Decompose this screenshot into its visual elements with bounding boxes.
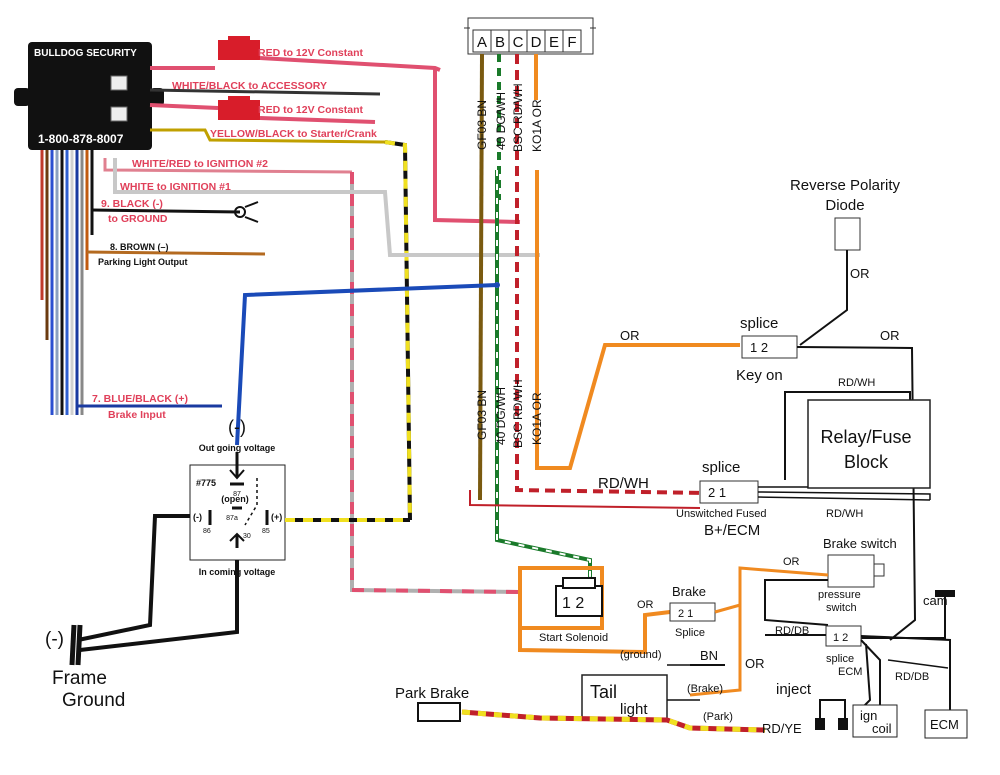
conn-wire-b-bottom: 40 DG/WH	[494, 387, 508, 445]
ground-label: Ground	[62, 690, 125, 711]
start-solenoid-label: Start Solenoid	[539, 632, 608, 644]
rdye-label: RD/YE	[762, 721, 802, 736]
relay-plus: (+)	[271, 512, 282, 522]
brake-switch-label: Brake switch	[823, 536, 897, 551]
label-black-ground-b: to GROUND	[108, 213, 168, 225]
ground-paren: (ground)	[620, 649, 662, 661]
conn-wire-c-top: BSC RD/WH	[511, 83, 525, 152]
label-brown-b: Parking Light Output	[98, 257, 188, 267]
connector-pin-label: A	[477, 34, 487, 51]
splice-keyon-title: splice	[740, 315, 778, 332]
conn-wire-a-top: GF03 BN	[475, 100, 489, 150]
relay-fuse-label-2: Block	[844, 452, 889, 472]
alarm-harness	[40, 150, 94, 415]
conn-wire-b-top: 40 DG/WH	[494, 92, 508, 150]
label-white-black-accessory: WHITE/BLACK to ACCESSORY	[172, 80, 327, 92]
relay-pin-87a: 87a	[226, 515, 238, 522]
bn-label: BN	[700, 648, 718, 663]
tail-label: Tail	[590, 682, 617, 702]
relay-pin-86: 86	[203, 528, 211, 535]
label-blue-black-b: Brake Input	[108, 409, 166, 421]
or-right: OR	[880, 328, 900, 343]
label-red-12v-2: RED to 12V Constant	[258, 104, 364, 116]
conn-wire-d-top: KO1A OR	[530, 99, 544, 152]
or-start: OR	[637, 599, 654, 611]
park-brake-label: Park Brake	[395, 685, 469, 702]
diode-or: OR	[850, 266, 870, 281]
conn-wire-c-bottom: BSC RD/WH	[511, 379, 525, 448]
splice2-title: splice	[702, 459, 740, 476]
connector-pin-label: D	[531, 34, 542, 51]
frame-label: Frame	[52, 668, 107, 689]
relay-out-voltage: Out going voltage	[199, 443, 276, 453]
splice-ecm-label-1: splice	[826, 653, 854, 665]
connector-pin-cell	[562, 29, 582, 53]
blue-wire	[235, 283, 498, 446]
or-tail: OR	[745, 656, 765, 671]
rddb-right: RD/DB	[895, 671, 929, 683]
pressure-label-1: pressure	[818, 589, 861, 601]
frame-ground-wires: (-) Frame Ground	[45, 514, 239, 711]
connector-pin-label: F	[567, 34, 576, 51]
conn-wire-d-bottom: KO1A OR	[530, 392, 544, 445]
ground-minus: (-)	[45, 629, 64, 650]
brake-label: Brake	[672, 584, 706, 599]
label-red-12v-1: RED to 12V Constant	[258, 47, 364, 59]
diode-label-2: Diode	[825, 197, 864, 214]
or-brake: OR	[783, 556, 800, 568]
bplus-label: B+/ECM	[704, 522, 760, 539]
label-blue-black-a: 7. BLUE/BLACK (+)	[92, 393, 188, 405]
coil-label: coil	[872, 721, 892, 736]
pressure-label-2: switch	[826, 602, 857, 614]
connector-pin-label: C	[513, 34, 524, 51]
relay-fuse-label-1: Relay/Fuse	[820, 427, 911, 447]
label-brown-a: 8. BROWN (–)	[110, 242, 169, 252]
diode-label-1: Reverse Polarity	[790, 177, 901, 194]
relay-pin-30: 30	[243, 533, 251, 540]
relay-minus: (-)	[193, 512, 202, 522]
relay-pin-87: 87	[233, 491, 241, 498]
label-white-ign1: WHITE to IGNITION #1	[120, 181, 231, 193]
park-paren: (Park)	[703, 711, 733, 723]
inject-label: inject	[776, 681, 812, 698]
alarm-brand: BULLDOG SECURITY	[34, 48, 137, 59]
relay-minus-top: (-)	[228, 417, 246, 437]
relay-pin-85: 85	[262, 528, 270, 535]
ign-label: ign	[860, 708, 877, 723]
ecm-splice-pins: 1 2	[833, 632, 848, 644]
start-solenoid-pins: 1 2	[562, 595, 584, 612]
unswitched-label: Unswitched Fused	[676, 508, 767, 520]
right-circuit: Reverse Polarity Diode OR splice 1 2 Key…	[395, 177, 968, 739]
relay-open: (open)	[221, 494, 249, 504]
connector-pin-label: E	[549, 34, 559, 51]
brake-splice-pins: 2 1	[678, 608, 693, 620]
connector-pin-label: B	[495, 34, 505, 51]
brake-paren: (Brake)	[687, 683, 723, 695]
splice-ecm-label-2: ECM	[838, 666, 862, 678]
relay-part: #775	[196, 478, 216, 488]
label-black-ground-a: 9. BLACK (-)	[101, 198, 163, 210]
label-white-red-ign2: WHITE/RED to IGNITION #2	[132, 158, 268, 170]
or-left: OR	[620, 328, 640, 343]
splice2-pins: 2 1	[708, 485, 726, 500]
rdwh-bottom: RD/WH	[826, 508, 863, 520]
light-label: light	[620, 701, 648, 718]
conn-wire-a-bottom: GF03 BN	[475, 390, 489, 440]
diode-icon	[834, 217, 861, 251]
rdwh-mid: RD/WH	[598, 475, 649, 492]
alarm-wires: RED to 12V Constant WHITE/BLACK to ACCES…	[77, 36, 540, 594]
splice-keyon-pins: 1 2	[750, 340, 768, 355]
label-yellow-black-starter: YELLOW/BLACK to Starter/Crank	[210, 128, 377, 140]
rdwh-top: RD/WH	[838, 377, 875, 389]
key-on-label: Key on	[736, 367, 783, 384]
ecm-label: ECM	[930, 717, 959, 732]
alarm-phone: 1-800-878-8007	[38, 132, 124, 146]
alarm-module: BULLDOG SECURITY 1-800-878-8007	[14, 42, 164, 150]
brake-splice-label: Splice	[675, 627, 705, 639]
